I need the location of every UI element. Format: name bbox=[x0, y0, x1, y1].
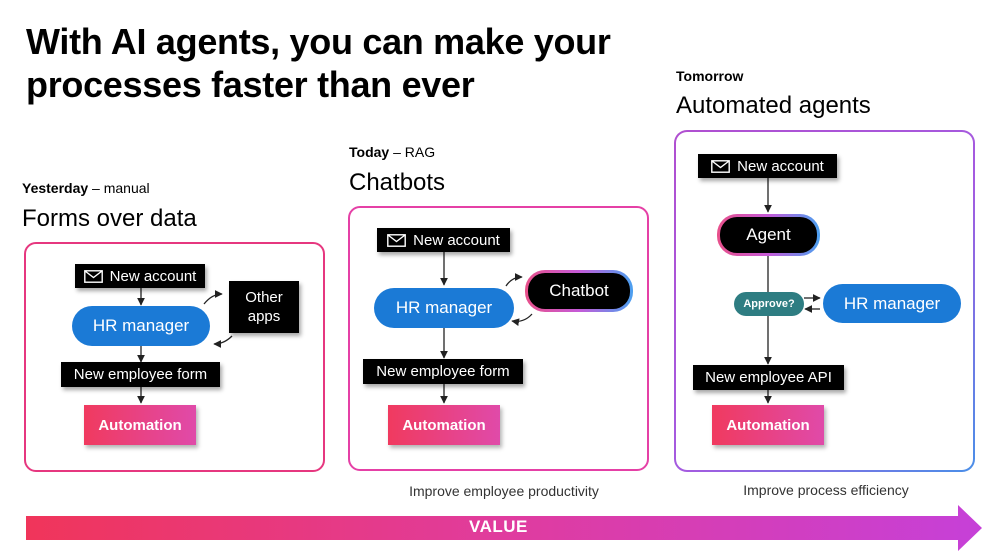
yesterday-automation: Automation bbox=[84, 405, 196, 445]
value-arrow bbox=[26, 505, 982, 551]
today-form-block: New employee form bbox=[363, 359, 523, 384]
today-label-rest: – RAG bbox=[389, 144, 436, 160]
other-apps-block: Other apps bbox=[229, 281, 299, 333]
tomorrow-automation: Automation bbox=[712, 405, 824, 445]
yesterday-new-account-text: New account bbox=[109, 267, 197, 285]
tomorrow-caption: Improve process efficiency bbox=[743, 482, 909, 498]
approve-decision: Approve? bbox=[734, 292, 804, 316]
chatbot-label: Chatbot bbox=[528, 273, 630, 309]
yesterday-heading: Forms over data bbox=[22, 205, 197, 232]
today-hr-manager: HR manager bbox=[374, 288, 514, 328]
yesterday-new-account-block: New account bbox=[75, 264, 205, 288]
yesterday-label-bold: Yesterday bbox=[22, 180, 89, 196]
yesterday-label: Yesterday – manual bbox=[22, 180, 150, 196]
envelope-icon bbox=[387, 233, 407, 247]
other-apps-line2: apps bbox=[247, 308, 281, 325]
tomorrow-new-account-text: New account bbox=[737, 157, 824, 175]
envelope-icon bbox=[83, 269, 103, 283]
agent-node: Agent bbox=[717, 214, 820, 256]
value-label: VALUE bbox=[469, 517, 528, 536]
tomorrow-heading: Automated agents bbox=[676, 92, 871, 119]
yesterday-label-rest: – manual bbox=[88, 180, 150, 196]
yesterday-hr-manager: HR manager bbox=[72, 306, 210, 346]
tomorrow-label-bold: Tomorrow bbox=[676, 68, 744, 84]
today-heading: Chatbots bbox=[349, 169, 446, 196]
tomorrow-label: Tomorrow bbox=[676, 68, 743, 84]
today-caption: Improve employee productivity bbox=[409, 483, 599, 499]
today-new-account-text: New account bbox=[413, 231, 500, 249]
today-new-account-block: New account bbox=[377, 228, 510, 252]
yesterday-form-block: New employee form bbox=[61, 362, 220, 387]
tomorrow-new-account-block: New account bbox=[698, 154, 837, 178]
today-label: Today – RAG bbox=[349, 144, 435, 160]
other-apps-line1: Other bbox=[245, 289, 283, 306]
tomorrow-hr-manager: HR manager bbox=[823, 284, 961, 323]
agent-label: Agent bbox=[720, 217, 817, 253]
page-title: With AI agents, you can make your proces… bbox=[26, 21, 611, 105]
today-label-bold: Today bbox=[349, 144, 390, 160]
chatbot-node: Chatbot bbox=[525, 270, 633, 312]
tomorrow-api-block: New employee API bbox=[693, 365, 844, 390]
today-automation: Automation bbox=[388, 405, 500, 445]
envelope-icon bbox=[711, 159, 731, 173]
